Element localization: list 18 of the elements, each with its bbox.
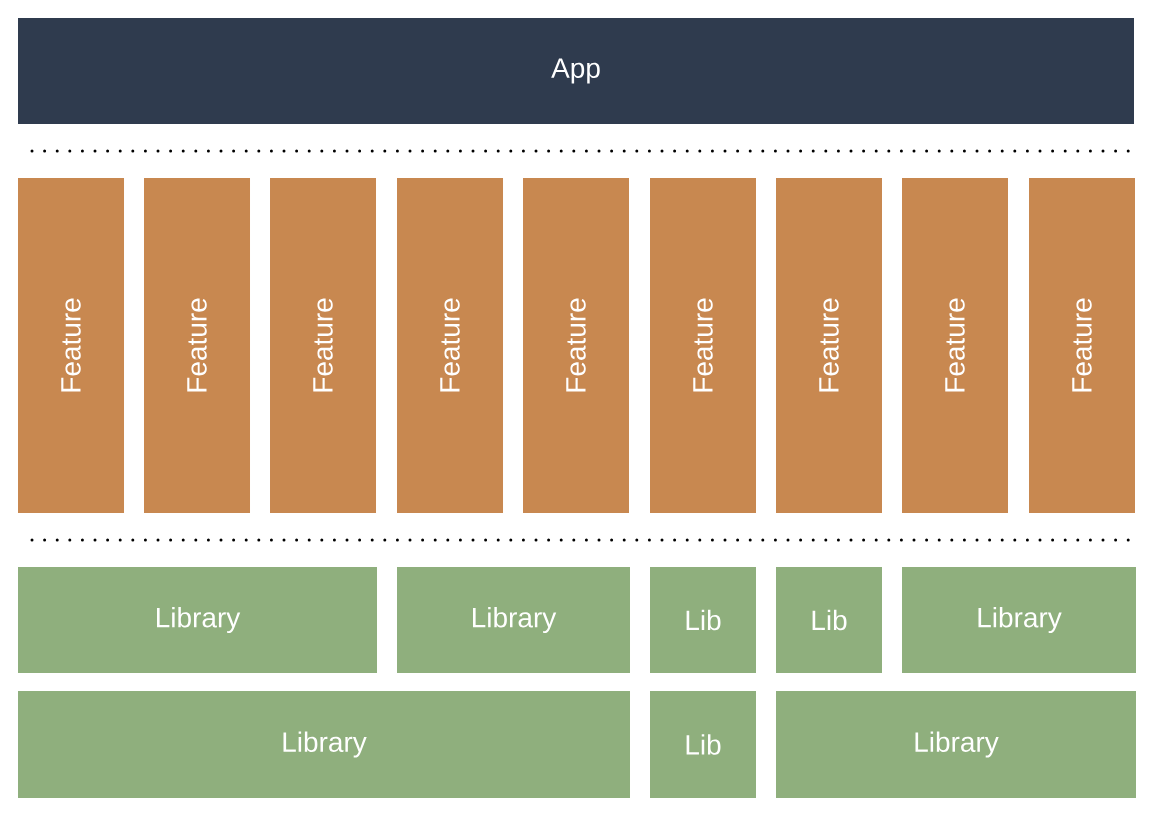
app-bar: App [18, 18, 1134, 124]
feature-column: Feature [776, 178, 882, 513]
library-box: Library [397, 567, 630, 673]
feature-column: Feature [18, 178, 124, 513]
feature-column: Feature [270, 178, 376, 513]
library-box: Library [902, 567, 1136, 673]
feature-column: Feature [397, 178, 503, 513]
library-box: Library [18, 691, 630, 798]
feature-column: Feature [1029, 178, 1135, 513]
library-box: Library [776, 691, 1136, 798]
feature-column: Feature [144, 178, 250, 513]
library-box: Library [18, 567, 377, 673]
library-box: Lib [776, 567, 882, 673]
feature-column: Feature [650, 178, 756, 513]
feature-column: Feature [902, 178, 1008, 513]
feature-column: Feature [523, 178, 629, 513]
library-box: Lib [650, 691, 756, 798]
library-box: Lib [650, 567, 756, 673]
